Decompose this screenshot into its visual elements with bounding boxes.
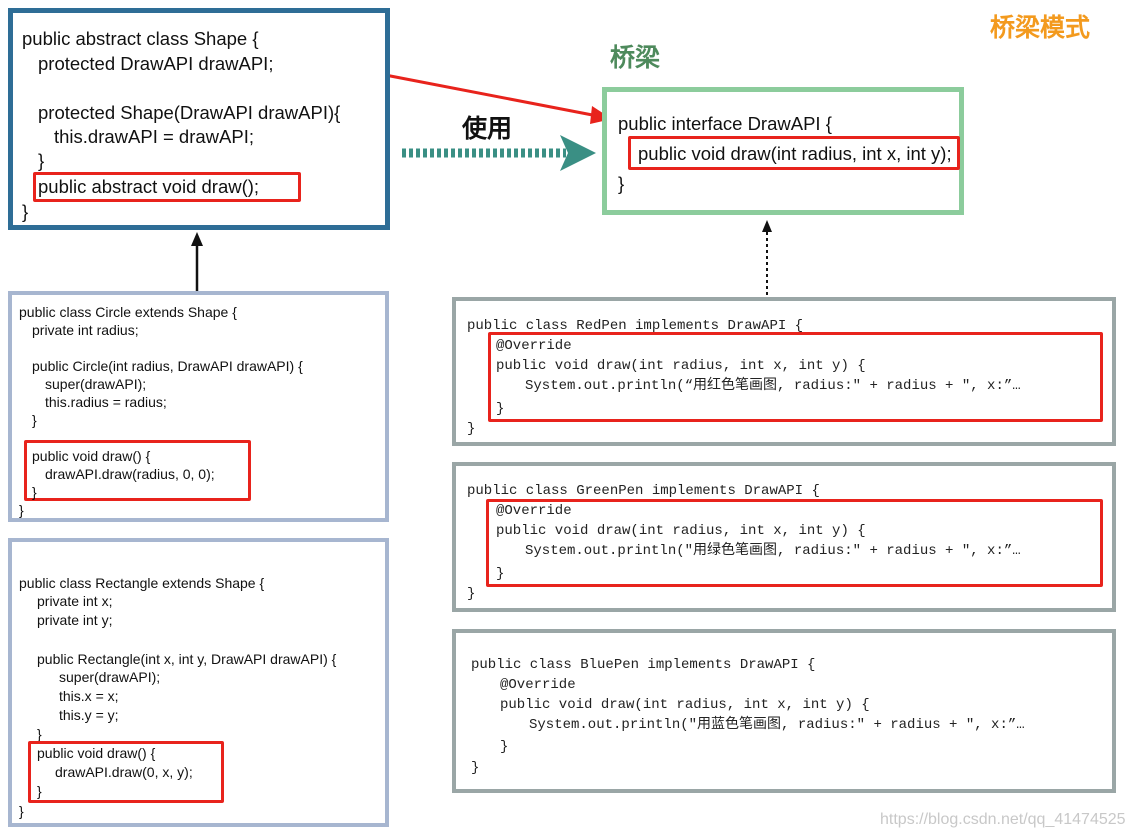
code-line: } bbox=[37, 726, 42, 742]
code-line: public void draw() { bbox=[32, 448, 151, 464]
code-line: public void draw(int radius, int x, int … bbox=[500, 697, 870, 713]
code-line: public void draw(int radius, int x, int … bbox=[638, 143, 952, 164]
code-line: super(drawAPI); bbox=[59, 669, 161, 685]
code-line: } bbox=[37, 783, 42, 799]
code-line: super(drawAPI); bbox=[45, 376, 147, 392]
code-line: } bbox=[500, 739, 509, 755]
inheritance-arrowhead bbox=[191, 232, 203, 246]
code-line: } bbox=[496, 401, 505, 417]
code-line: drawAPI.draw(0, x, y); bbox=[55, 764, 193, 780]
code-line: public void draw(int radius, int x, int … bbox=[496, 523, 866, 539]
implementation-arrowhead bbox=[762, 220, 772, 232]
code-line: public class GreenPen implements DrawAPI… bbox=[467, 483, 820, 499]
greenpen-method-highlight bbox=[486, 499, 1103, 587]
code-line: } bbox=[467, 586, 476, 602]
code-line: public void draw() { bbox=[37, 745, 156, 761]
rectangle-class-box: public class Rectangle extends Shape { p… bbox=[8, 538, 389, 827]
code-line: public class RedPen implements DrawAPI { bbox=[467, 318, 804, 334]
code-line: System.out.println("用蓝色笔画图, radius:" + r… bbox=[529, 717, 1025, 733]
code-line: protected Shape(DrawAPI drawAPI){ bbox=[38, 102, 341, 123]
code-line: this.x = x; bbox=[59, 688, 119, 704]
interface-method-highlight bbox=[628, 136, 960, 170]
redpen-class-box: public class RedPen implements DrawAPI {… bbox=[452, 297, 1116, 446]
code-line: public Rectangle(int x, int y, DrawAPI d… bbox=[37, 651, 337, 667]
shape-class-box: public abstract class Shape { protected … bbox=[8, 8, 390, 230]
code-line: protected DrawAPI drawAPI; bbox=[38, 53, 274, 74]
code-line: } bbox=[19, 803, 24, 819]
code-line: } bbox=[471, 760, 480, 776]
abstract-method-highlight bbox=[33, 172, 301, 202]
rectangle-draw-highlight bbox=[28, 741, 224, 803]
redpen-method-highlight bbox=[488, 332, 1103, 422]
code-line: public interface DrawAPI { bbox=[618, 113, 832, 134]
code-line: @Override bbox=[496, 503, 572, 519]
watermark: https://blog.csdn.net/qq_41474525 bbox=[880, 811, 1126, 828]
code-line: } bbox=[38, 150, 45, 171]
uses-label: 使用 bbox=[462, 115, 513, 143]
code-line: } bbox=[618, 173, 625, 194]
code-line: } bbox=[32, 412, 37, 428]
code-line: System.out.println(“用红色笔画图, radius:" + r… bbox=[525, 378, 1021, 394]
code-line: public void draw(int radius, int x, int … bbox=[496, 358, 866, 374]
code-line: public class Circle extends Shape { bbox=[19, 304, 237, 320]
code-line: public abstract void draw(); bbox=[38, 176, 260, 197]
bluepen-class-box: public class BluePen implements DrawAPI … bbox=[452, 629, 1116, 793]
uses-arrowhead bbox=[560, 135, 596, 171]
circle-draw-highlight bbox=[24, 440, 251, 501]
code-line: this.y = y; bbox=[59, 707, 119, 723]
code-line: public class BluePen implements DrawAPI … bbox=[471, 657, 816, 673]
circle-class-box: public class Circle extends Shape { priv… bbox=[8, 291, 389, 522]
code-line: System.out.println("用绿色笔画图, radius:" + r… bbox=[525, 543, 1021, 559]
code-line: @Override bbox=[496, 338, 572, 354]
code-line: } bbox=[19, 502, 24, 518]
drawapi-interface-box: public interface DrawAPI { public void d… bbox=[602, 87, 964, 215]
code-line: public class Rectangle extends Shape { bbox=[19, 575, 265, 591]
pattern-title: 桥梁模式 bbox=[990, 14, 1091, 42]
code-line: @Override bbox=[500, 677, 576, 693]
code-line: this.drawAPI = drawAPI; bbox=[54, 126, 254, 147]
code-line: private int y; bbox=[37, 612, 113, 628]
greenpen-class-box: public class GreenPen implements DrawAPI… bbox=[452, 462, 1116, 612]
code-line: public Circle(int radius, DrawAPI drawAP… bbox=[32, 358, 303, 374]
code-line: } bbox=[467, 421, 476, 437]
bridge-title: 桥梁 bbox=[610, 44, 661, 72]
code-line: drawAPI.draw(radius, 0, 0); bbox=[45, 466, 215, 482]
code-line: private int radius; bbox=[32, 322, 139, 338]
code-line: } bbox=[496, 566, 505, 582]
code-line: private int x; bbox=[37, 593, 113, 609]
code-line: public abstract class Shape { bbox=[22, 28, 259, 49]
code-line: this.radius = radius; bbox=[45, 394, 167, 410]
code-line: } bbox=[32, 484, 37, 500]
code-line: } bbox=[22, 201, 29, 222]
